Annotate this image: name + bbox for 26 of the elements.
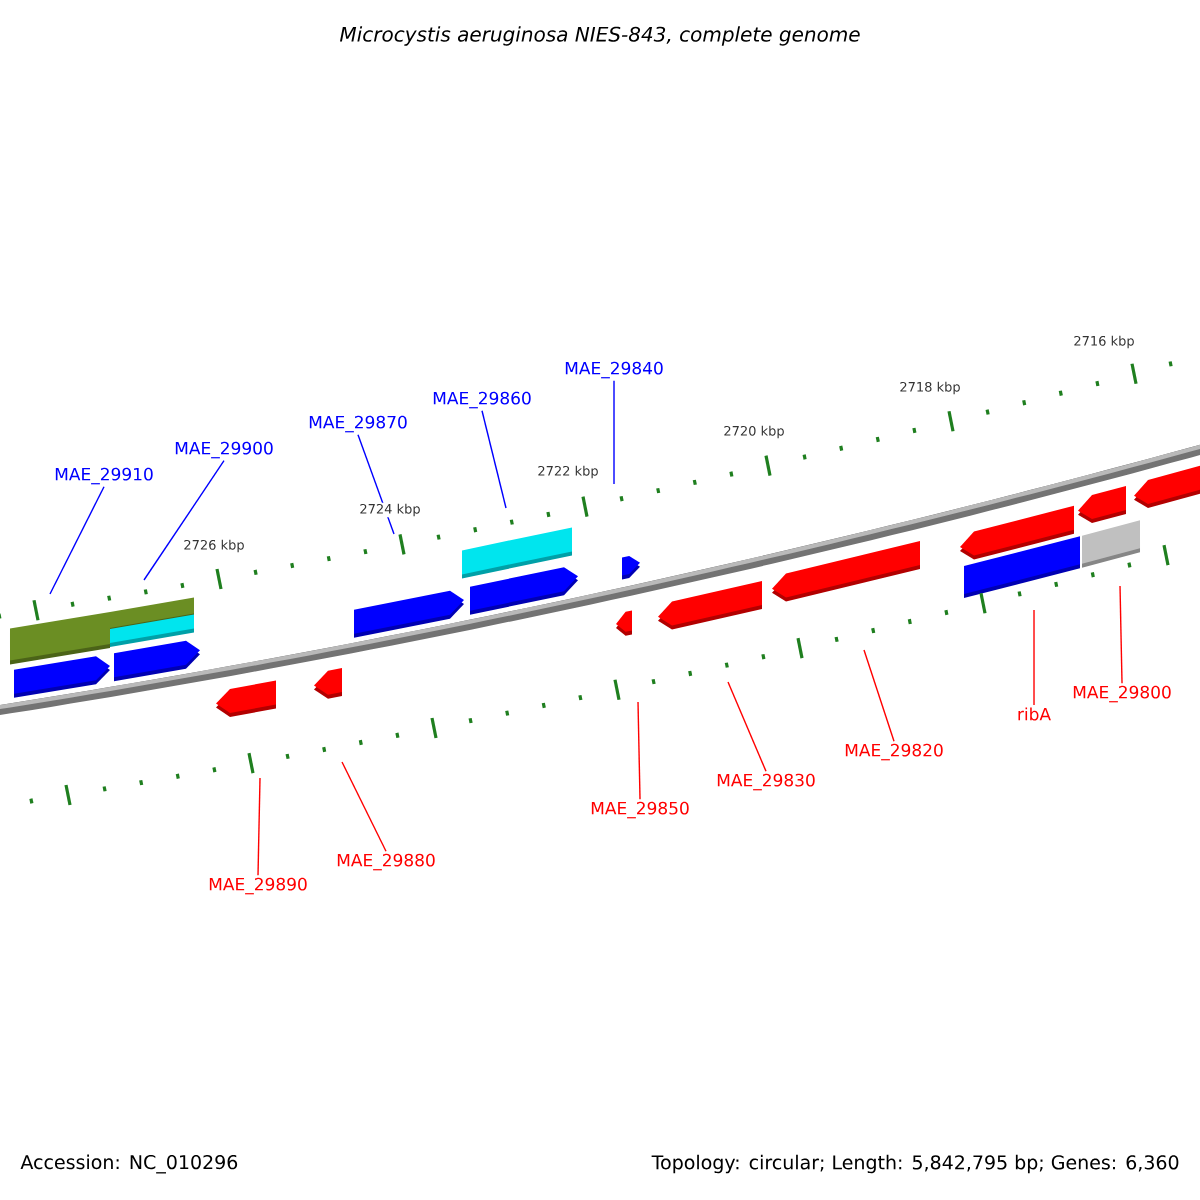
gene-label: MAE_29890: [209, 877, 307, 895]
leader-line: [49, 486, 105, 595]
title: Microcystis aeruginosa NIES-843, complete genome: [339, 26, 860, 46]
info-text: Accession: NC_010296: [20, 1154, 238, 1174]
gene-label: MAE_29880: [337, 853, 435, 871]
leader-line: [257, 777, 261, 876]
gene-label: MAE_29900: [175, 441, 273, 459]
leader-line: [727, 681, 767, 772]
gene-label: MAE_29870: [309, 415, 407, 433]
info-text: Topology: circular; Length: 5,842,795 bp; Genes: 6,360: [651, 1154, 1179, 1174]
gene-label: ribA: [1018, 707, 1051, 721]
gene-label: MAE_29910: [55, 467, 153, 485]
gene-label: MAE_29840: [565, 361, 663, 379]
gene-label: MAE_29820: [845, 743, 943, 761]
leader-line: [613, 380, 615, 485]
leader-line: [1033, 609, 1035, 706]
gene-label: MAE_29800: [1073, 685, 1171, 703]
leader-line: [341, 761, 387, 852]
leader-line: [637, 701, 641, 800]
gene-label: MAE_29860: [433, 391, 531, 409]
leader-line: [481, 410, 507, 509]
gene-label: MAE_29830: [717, 773, 815, 791]
leader-line: [863, 649, 895, 742]
gene-label: MAE_29850: [591, 801, 689, 819]
leader-line: [1119, 585, 1123, 684]
leader-line: [143, 460, 225, 581]
